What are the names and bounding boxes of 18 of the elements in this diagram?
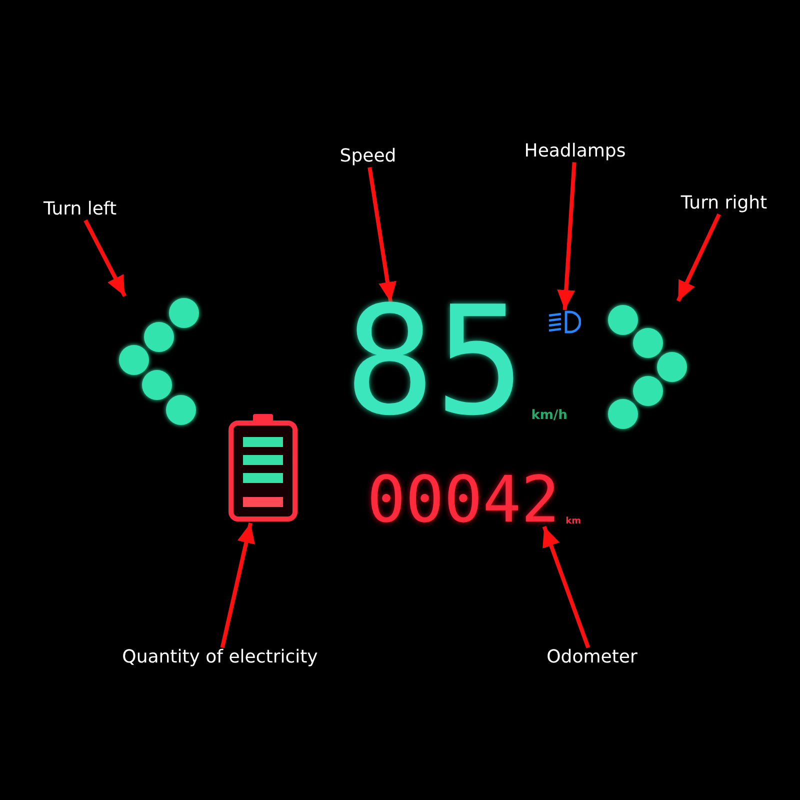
headlamp-icon bbox=[547, 310, 581, 334]
arrow bbox=[676, 213, 721, 302]
unit-label: km/h bbox=[531, 409, 568, 422]
callout-label: Odometer bbox=[546, 648, 638, 668]
arrow bbox=[220, 522, 255, 648]
speed-readout: 85 bbox=[344, 302, 526, 422]
unit-label: km bbox=[566, 518, 582, 527]
turn-signal-icon bbox=[117, 296, 201, 428]
arrow bbox=[84, 219, 126, 297]
battery-icon bbox=[227, 413, 299, 523]
callout-label: Turn left bbox=[43, 200, 117, 220]
odometer-readout: 00042 bbox=[366, 475, 560, 527]
callout-label: Speed bbox=[340, 146, 396, 168]
callout-label: Turn right bbox=[680, 194, 768, 214]
callout-label: Headlamps bbox=[524, 142, 626, 162]
arrow bbox=[542, 526, 590, 648]
callout-label: Quantity of electricity bbox=[122, 648, 318, 668]
arrow bbox=[557, 162, 576, 310]
